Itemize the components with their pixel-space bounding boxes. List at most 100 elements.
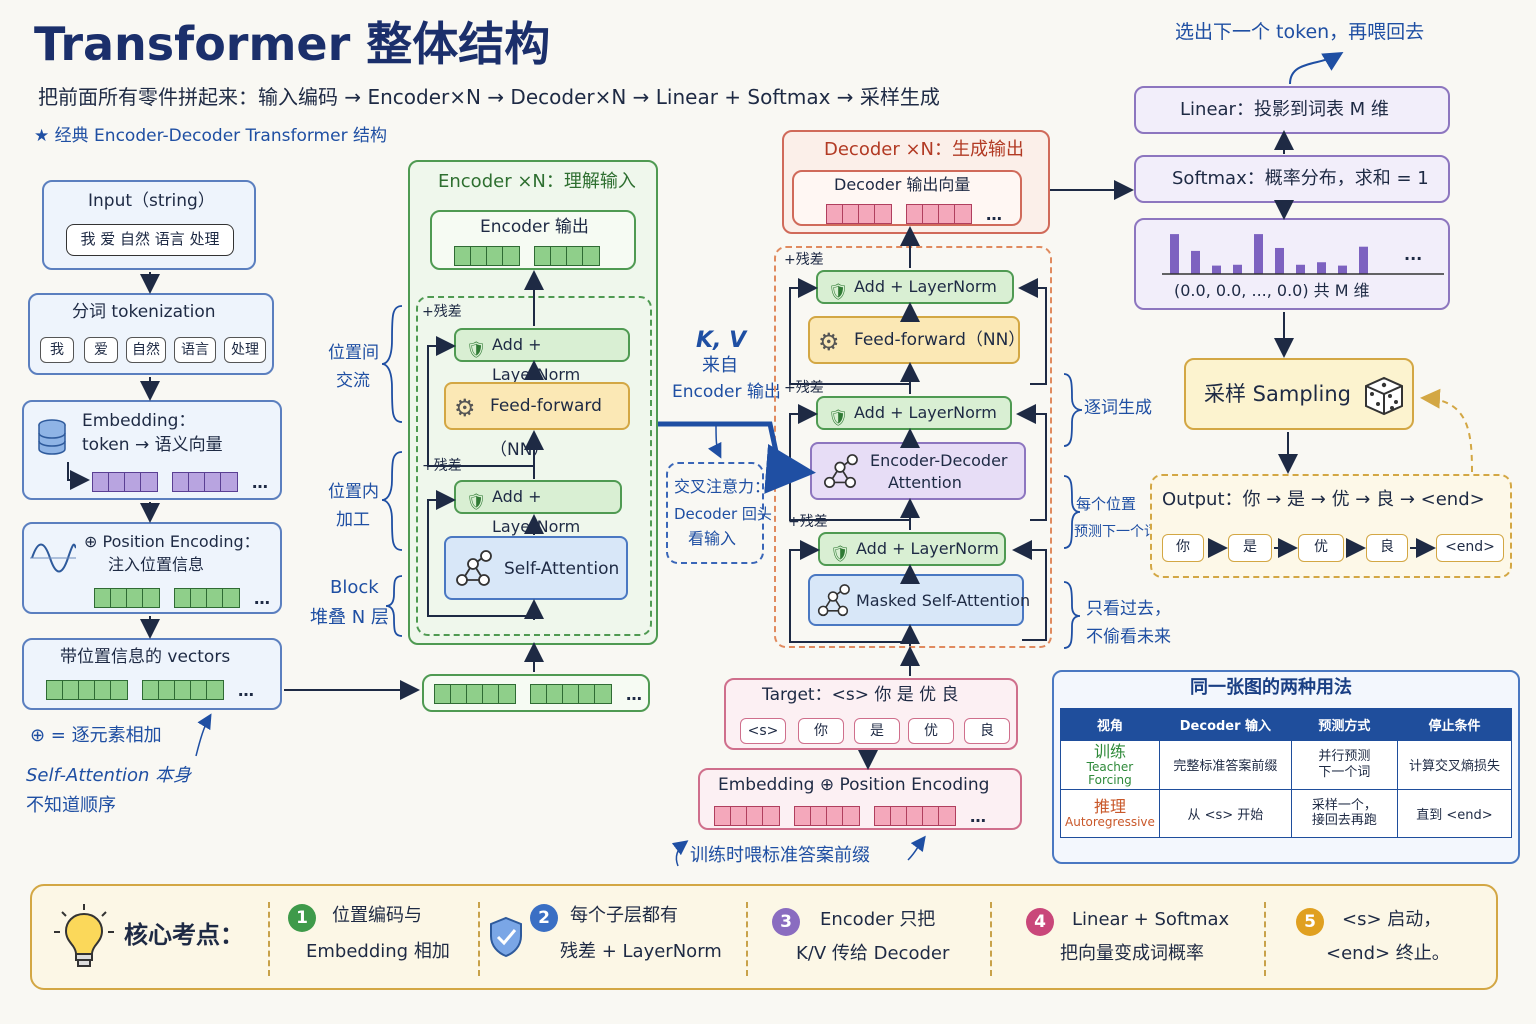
tokenization-title: 分词 tokenization xyxy=(72,302,216,322)
position-encoding-subtitle: 注入位置信息 xyxy=(108,555,205,574)
token-chip: 爱 xyxy=(84,337,118,363)
target-embedding-title: Embedding ⊕ Position Encoding xyxy=(718,775,990,795)
table-header: Decoder 输入 xyxy=(1158,708,1292,741)
token-chip: 自然 xyxy=(126,337,166,363)
sine-wave-icon xyxy=(30,543,76,573)
decoder-residual-label-2: +残差 xyxy=(784,380,824,396)
star-icon: ★ xyxy=(34,126,50,146)
distribution-bar xyxy=(1359,246,1368,274)
key-points-bar: 核心考点： 1 位置编码与 Embedding 相加 2 每个子层都有 残差 +… xyxy=(30,884,1498,990)
within-position-note-line1: 位置内 xyxy=(328,482,379,502)
graph-nodes-icon xyxy=(456,550,492,586)
divider xyxy=(1264,902,1266,976)
usage-table-box: 同一张图的两种用法 视角 Decoder 输入 预测方式 停止条件 训练 Tea… xyxy=(1052,670,1520,864)
key-point-3: 3 Encoder 只把 K/V 传给 Decoder xyxy=(772,908,949,964)
target-token-chip: <s> xyxy=(740,718,786,744)
cross-attention-label-line1: Encoder-Decoder xyxy=(870,451,1008,470)
vector xyxy=(874,806,956,826)
vector xyxy=(92,472,158,492)
distribution-bar xyxy=(1233,264,1242,274)
distribution-caption: (0.0, 0.0, ..., 0.0) 共 M 维 xyxy=(1174,281,1370,300)
key-point-line2: 残差 + LayerNorm xyxy=(560,941,722,962)
self-attention-note-line2: 不知道顺序 xyxy=(26,795,116,816)
output-title: Output：你 → 是 → 优 → 良 → <end> xyxy=(1162,489,1485,510)
table-header: 预测方式 xyxy=(1290,708,1398,741)
encoder-output-box: Encoder 输出 xyxy=(430,210,636,270)
position-vectors: … xyxy=(94,588,271,608)
vector xyxy=(794,806,860,826)
target-token-chip: 优 xyxy=(908,718,954,744)
distribution-bar xyxy=(1275,247,1284,274)
table-cell: 并行预测 下一个词 xyxy=(1290,740,1398,790)
distribution-box: ... (0.0, 0.0, ..., 0.0) 共 M 维 xyxy=(1134,218,1450,310)
plus-note: ⊕ = 逐元素相加 xyxy=(30,725,162,746)
input-title: Input（string） xyxy=(88,191,215,211)
cross-attention-note-line1: 交叉注意力： xyxy=(674,477,771,496)
linear-box: Linear：投影到词表 M 维 xyxy=(1134,86,1450,134)
page-title: Transformer 整体结构 xyxy=(34,17,551,71)
distribution-ellipsis: ... xyxy=(1404,245,1422,264)
divider xyxy=(268,902,270,976)
input-speech-bubble: 我 爱 自然 语言 处理 xyxy=(66,224,234,256)
graph-nodes-icon xyxy=(817,584,850,617)
table-cell: 直到 <end> xyxy=(1396,788,1513,838)
decoder-title: Decoder ×N：生成输出 xyxy=(824,139,1025,160)
output-token-chip: 是 xyxy=(1228,534,1272,562)
lightbulb-icon xyxy=(54,904,114,967)
encoder-residual-label-2: +残差 xyxy=(422,458,462,474)
decoder-cross-attention: Encoder-Decoder Attention xyxy=(810,442,1026,500)
output-token-chip: 优 xyxy=(1298,534,1344,562)
softmax-box: Softmax：概率分布，求和 = 1 xyxy=(1134,155,1450,203)
output-token-chip: 你 xyxy=(1162,534,1204,562)
graph-nodes-icon xyxy=(823,454,858,489)
divider xyxy=(746,902,748,976)
ellipsis: … xyxy=(238,680,255,700)
table-cell: 计算交叉熵损失 xyxy=(1396,740,1513,790)
number-badge: 3 xyxy=(772,908,800,936)
each-position-note-line2: 预测下一个词 xyxy=(1074,524,1158,540)
usage-table-title: 同一张图的两种用法 xyxy=(1190,677,1352,698)
within-position-note-line2: 加工 xyxy=(336,510,370,530)
cell-line: 采样一个， xyxy=(1311,797,1377,813)
encoder-input-cells: … xyxy=(434,684,643,704)
token-chip: 我 xyxy=(40,337,74,363)
distribution-bar xyxy=(1170,234,1179,274)
between-positions-note-line2: 交流 xyxy=(336,371,370,391)
divider xyxy=(478,902,480,976)
ellipsis: … xyxy=(970,806,987,826)
vector xyxy=(530,684,612,704)
table-cell-mode: 训练 Teacher Forcing xyxy=(1060,740,1160,790)
add-norm-label: Add + LayerNorm xyxy=(854,403,997,422)
table-row: 推理 Autoregressive 从 <s> 开始 采样一个， 接回去再跑 直… xyxy=(1060,788,1513,838)
ellipsis: … xyxy=(626,684,643,704)
add-norm-label: Add + LayerNorm xyxy=(854,277,997,296)
kv-line2: 来自 xyxy=(702,355,738,376)
encoder-output-vectors xyxy=(454,246,600,266)
top-right-note: 选出下一个 token，再喂回去 xyxy=(1175,21,1425,43)
vector xyxy=(826,204,892,224)
key-point-line2: Embedding 相加 xyxy=(306,941,450,962)
gear-icon: ⚙ xyxy=(454,394,476,422)
softmax-label: Softmax：概率分布，求和 = 1 xyxy=(1172,168,1429,189)
target-token-chip: 你 xyxy=(798,718,844,744)
shield-check-icon: 🛡 xyxy=(828,282,849,301)
decoder-masked-attention: Masked Self-Attention xyxy=(808,574,1030,626)
input-box: Input（string） 我 爱 自然 语言 处理 xyxy=(42,180,256,270)
sampling-box: 采样 Sampling xyxy=(1184,358,1414,430)
target-token-chip: 良 xyxy=(964,718,1010,744)
vector xyxy=(172,472,238,492)
embedding-subtitle: token → 语义向量 xyxy=(82,435,223,455)
dice-icon xyxy=(1365,376,1403,416)
masked-attention-label: Masked Self-Attention xyxy=(856,591,1031,610)
kv-title: K, V xyxy=(696,328,747,353)
mode-label: 推理 xyxy=(1093,797,1126,817)
mode-label: 训练 xyxy=(1093,742,1126,761)
vector xyxy=(142,680,224,700)
vector xyxy=(906,204,972,224)
embedding-title: Embedding： xyxy=(82,411,196,431)
number-badge: 2 xyxy=(530,904,558,932)
encoder-input-vectors: … xyxy=(422,674,650,712)
vectors-title: 带位置信息的 vectors xyxy=(60,647,231,667)
table-cell: 采样一个， 接回去再跑 xyxy=(1290,788,1398,838)
block-stack-note-line2: 堆叠 N 层 xyxy=(310,607,389,628)
